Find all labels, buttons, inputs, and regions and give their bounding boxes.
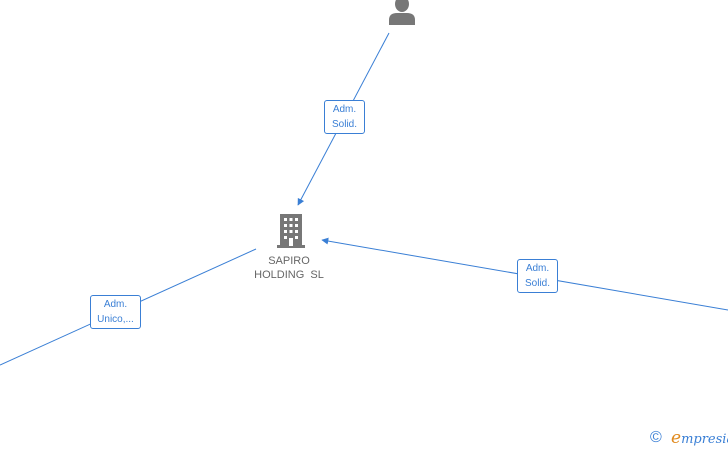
company-name-line2: HOLDING SL xyxy=(254,269,324,281)
relation-label-right-node[interactable]: Adm. Solid. xyxy=(517,259,558,293)
relation-role-line2: Solid. xyxy=(524,278,550,289)
building-icon[interactable] xyxy=(276,212,306,248)
relation-label-top-person[interactable]: Adm. Solid. xyxy=(324,100,365,134)
relation-role-line1: Adm. xyxy=(332,104,357,115)
brand-rest: mpresia xyxy=(681,432,728,447)
copyright-symbol: © xyxy=(650,429,662,446)
relation-role-line1: Adm. xyxy=(103,299,128,310)
company-name[interactable]: SAPIRO HOLDING SL xyxy=(234,254,344,282)
empresia-logo[interactable]: empresia xyxy=(671,430,728,448)
relation-label-left-node[interactable]: Adm. Unico,... xyxy=(90,295,141,329)
company-name-line1: SAPIRO xyxy=(268,255,310,267)
relation-role-line1: Adm. xyxy=(525,263,550,274)
relation-role-line2: Solid. xyxy=(331,119,357,130)
relation-role-line2: Unico,... xyxy=(97,314,134,325)
brand-first-letter: e xyxy=(671,428,682,448)
person-icon[interactable] xyxy=(387,0,417,25)
